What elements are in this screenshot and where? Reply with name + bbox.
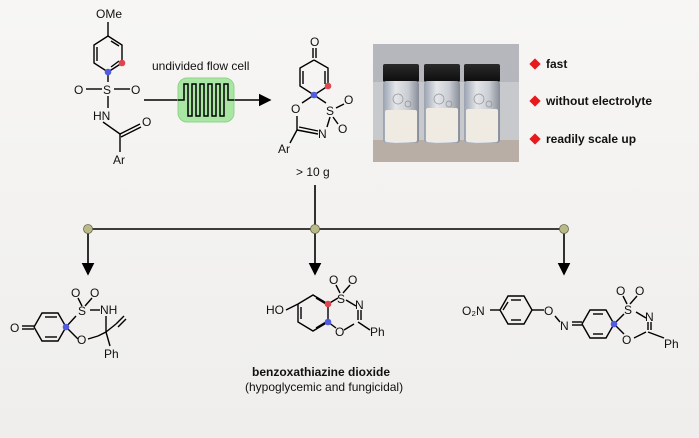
branch-node-right <box>559 224 569 234</box>
reactant-s-label: S <box>103 83 111 97</box>
feature-scale-up: readily scale up <box>546 132 636 146</box>
deriv1-o2: O <box>90 286 99 300</box>
deriv3-o2: O <box>635 284 644 298</box>
deriv3-no2: O₂N <box>462 304 485 318</box>
deriv3-o1: O <box>616 284 625 298</box>
deriv1-nh: NH <box>100 303 117 317</box>
product-ketone-o: O <box>310 35 319 49</box>
product-spiro-dot <box>310 91 318 99</box>
branch-node-center <box>310 224 320 234</box>
deriv2-n: N <box>355 298 364 312</box>
features-list: fast without electrolyte readily scale u… <box>529 57 652 146</box>
reactant-so-o-right: O <box>131 83 140 97</box>
reactant-ome-label: OMe <box>96 7 122 21</box>
reactant-hn-label: HN <box>93 109 110 123</box>
feature-item: fast <box>529 57 567 71</box>
scale-label: > 10 g <box>296 165 330 179</box>
derivative-2-dot-red <box>324 300 332 308</box>
diamond-icon <box>529 133 541 145</box>
deriv3-o-link: O <box>544 304 553 318</box>
diamond-icon <box>529 58 541 70</box>
product-so2-o2: O <box>338 122 347 136</box>
product-structure <box>289 48 345 144</box>
vials-photo <box>373 44 519 162</box>
flow-channel <box>178 83 234 117</box>
feature-item: readily scale up <box>529 132 636 146</box>
deriv2-ph: Ph <box>370 325 385 339</box>
derivative-3-spiro-dot <box>610 320 618 328</box>
product-so2-o1: O <box>344 93 353 107</box>
feature-no-electrolyte: without electrolyte <box>545 94 652 108</box>
derivative-3-structure <box>490 295 665 339</box>
deriv3-n-oxime: N <box>560 319 569 333</box>
deriv3-ph: Ph <box>664 337 679 351</box>
product-n-label: N <box>318 127 327 141</box>
deriv1-o-ring: O <box>77 333 86 347</box>
deriv3-n: N <box>645 310 654 324</box>
deriv3-o-ring: O <box>622 333 631 347</box>
compound-class-note: (hypoglycemic and fungicidal) <box>245 380 403 394</box>
deriv1-o-ketone: O <box>10 321 19 335</box>
condition-label: undivided flow cell <box>152 59 249 73</box>
deriv1-s: S <box>78 304 86 318</box>
deriv1-ph: Ph <box>104 347 119 361</box>
reactant-carbonyl-o: O <box>142 115 151 129</box>
product-ortho-dot <box>324 82 332 90</box>
reactant-so-o-left: O <box>74 83 83 97</box>
feature-item: without electrolyte <box>529 94 652 108</box>
reactant-ipso-dot <box>104 68 112 76</box>
derivative-2-dot-blue <box>324 318 332 326</box>
deriv2-s: S <box>337 292 345 306</box>
diamond-icon <box>529 95 541 107</box>
branch-node-left <box>83 224 93 234</box>
product-s-label: S <box>326 104 334 118</box>
deriv2-o1: O <box>329 273 338 287</box>
deriv2-o2: O <box>348 273 357 287</box>
deriv1-o1: O <box>71 286 80 300</box>
derivative-1-spiro-dot <box>62 323 70 331</box>
product-ring-o: O <box>291 102 300 116</box>
deriv2-o-ring: O <box>335 325 344 339</box>
reactant-ar-label: Ar <box>113 153 125 167</box>
compound-class-name: benzoxathiazine dioxide <box>252 365 390 379</box>
product-ar-label: Ar <box>278 142 290 156</box>
reactant-ortho-dot <box>118 59 126 67</box>
deriv3-s: S <box>624 303 632 317</box>
branch-connector <box>81 185 571 276</box>
reactant-structure: OMe <box>86 7 142 152</box>
deriv2-ho: HO <box>266 303 284 317</box>
feature-fast: fast <box>546 57 567 71</box>
